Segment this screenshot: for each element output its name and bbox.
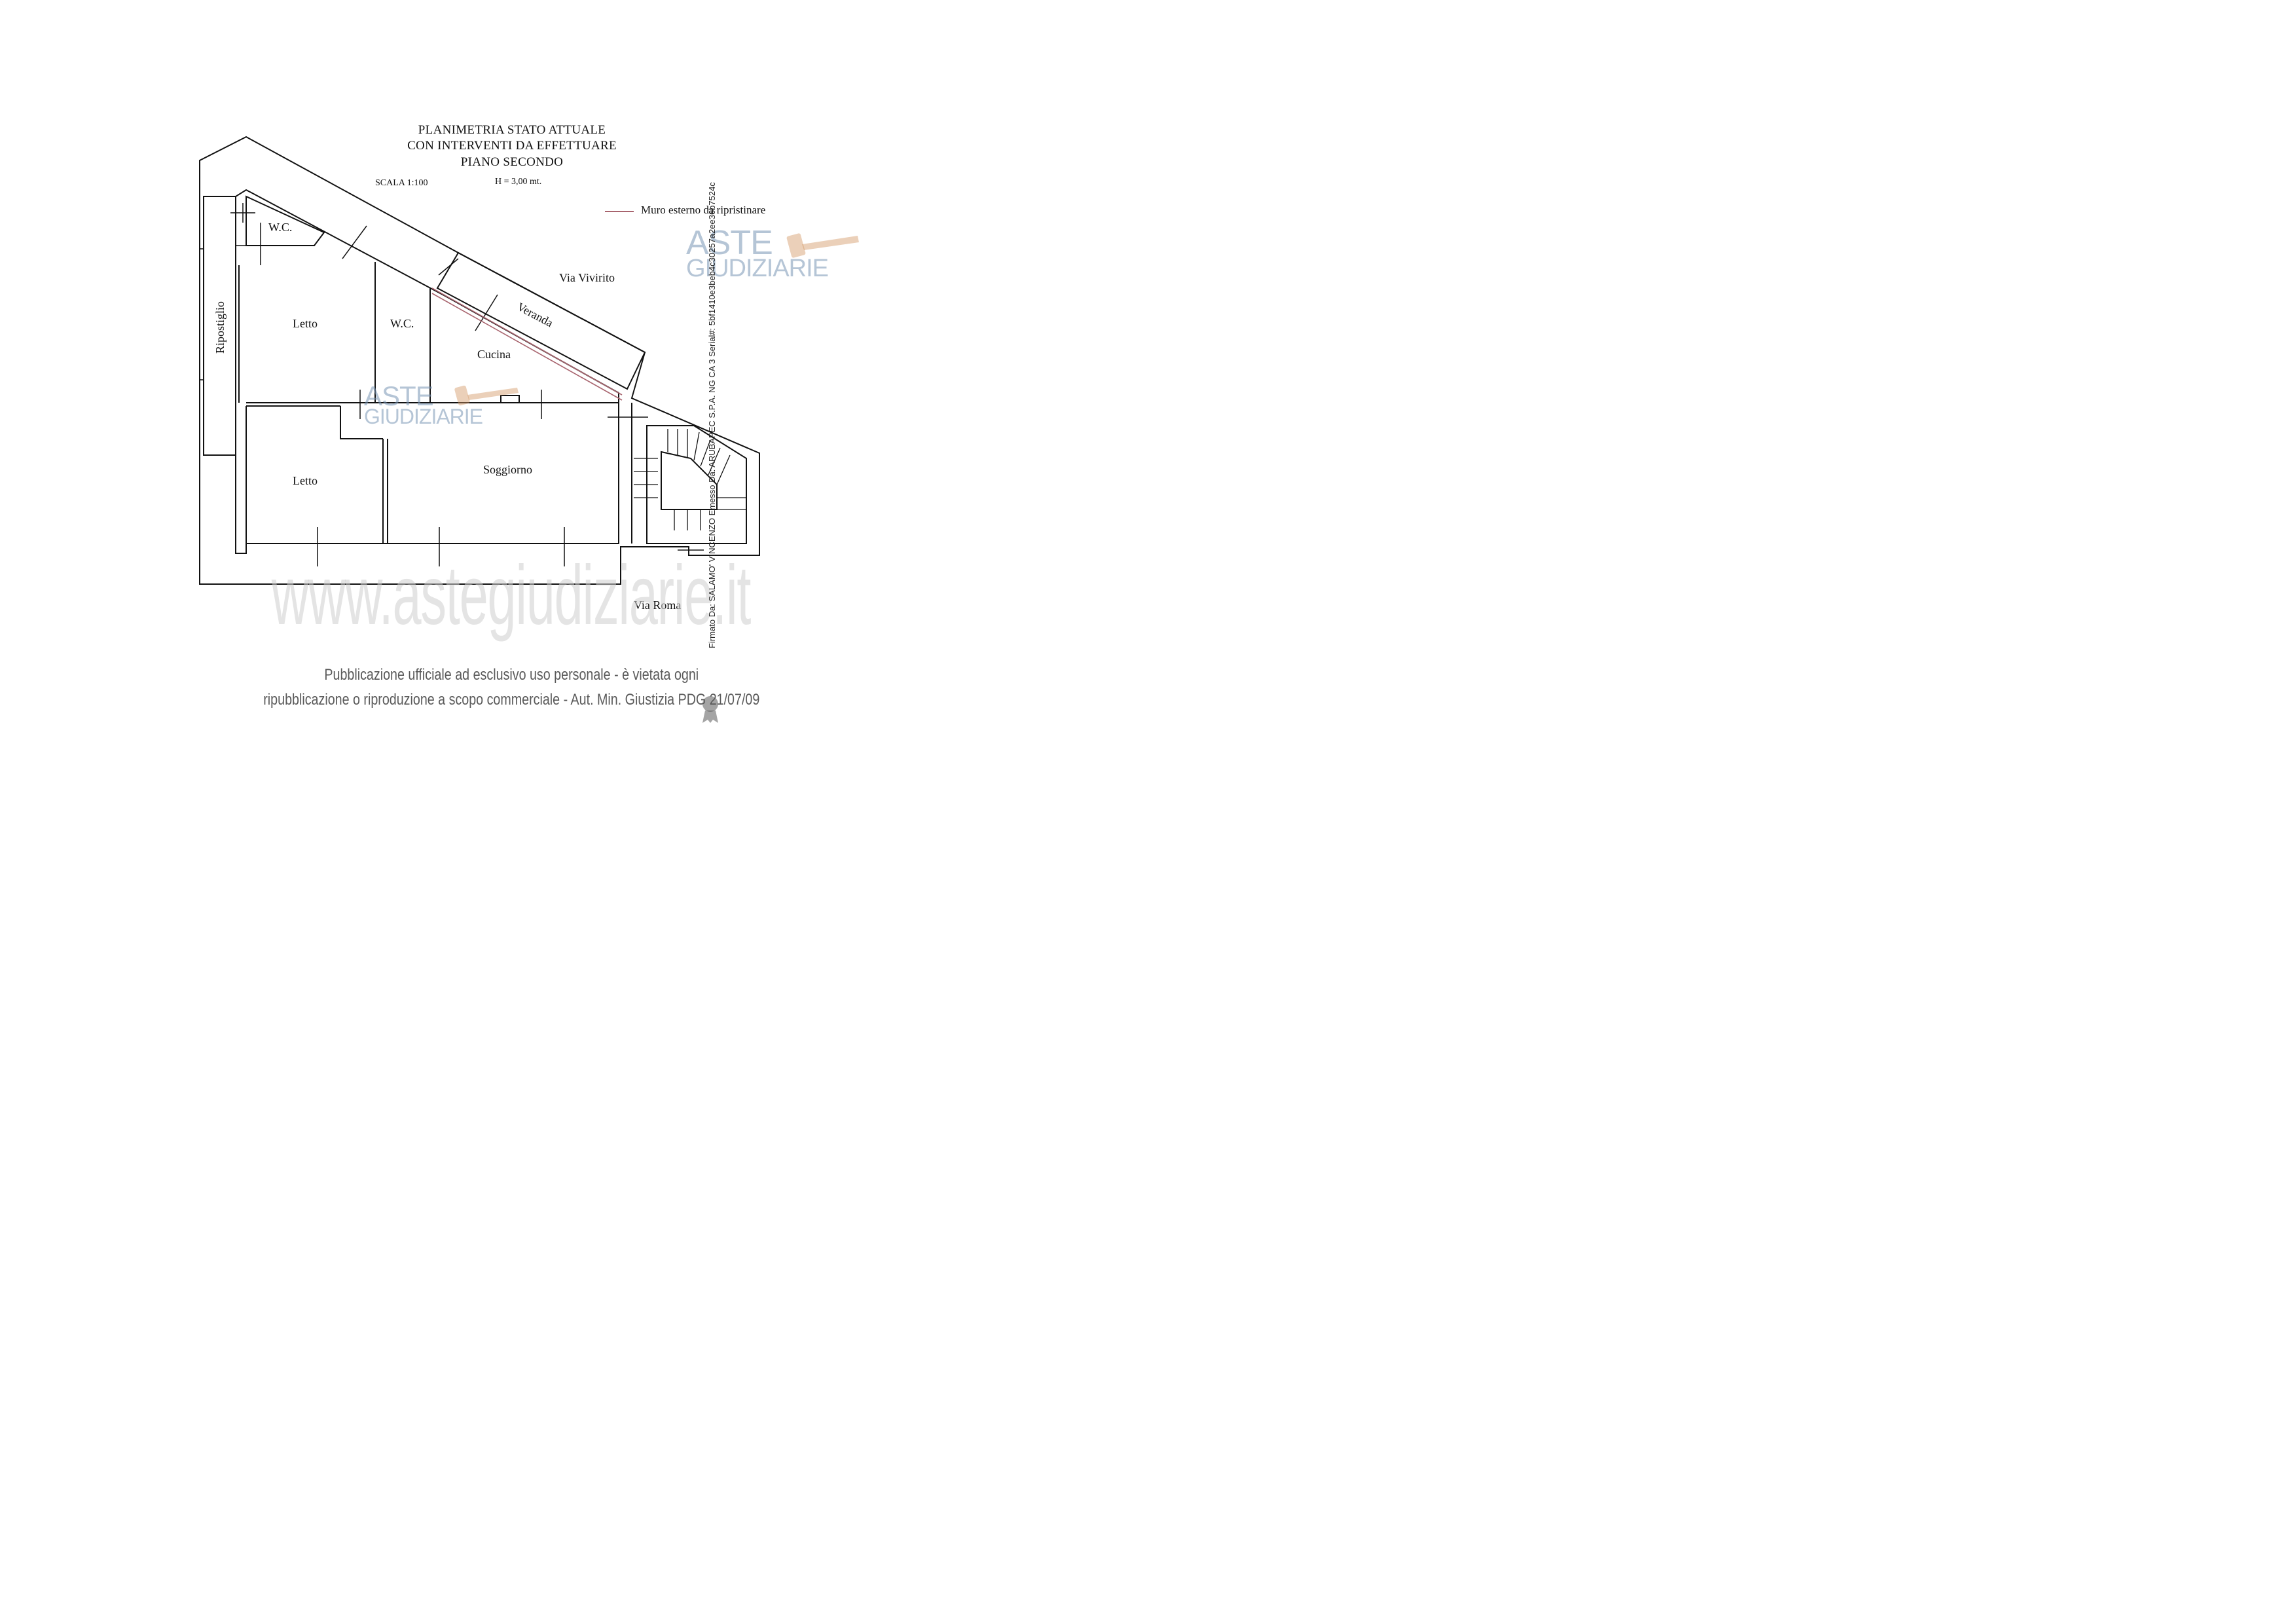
window-markers xyxy=(200,203,704,566)
ripostiglio-walls xyxy=(203,196,236,456)
room-label-wc-mid: W.C. xyxy=(390,317,414,330)
restore-wall-lines xyxy=(431,287,623,401)
watermark-logo-line1-center: ASTE xyxy=(364,380,434,411)
stair-steps xyxy=(634,429,746,530)
gavel-icon-center xyxy=(454,385,519,406)
legend-label: Muro esterno da ripristinare xyxy=(641,204,766,216)
watermark-logo-line2: GIUDIZIARIE xyxy=(686,255,829,282)
street-label-via-vivirito: Via Vivirito xyxy=(559,271,615,284)
room-label-letto-top: Letto xyxy=(293,317,318,330)
outer-wall xyxy=(199,136,760,585)
room-label-wc-top: W.C. xyxy=(268,221,293,234)
wc-top-walls xyxy=(246,195,325,246)
stairs-core xyxy=(661,451,718,510)
watermark-logo-line1: ASTE xyxy=(686,224,773,262)
room-label-cucina: Cucina xyxy=(477,348,511,361)
scale-label: SCALA 1:100 xyxy=(375,178,428,188)
floor-plan xyxy=(199,136,760,585)
room-label-soggiorno: Soggiorno xyxy=(483,463,533,476)
aste-logo-watermark-top: ASTE GIUDIZIARIE xyxy=(686,224,829,282)
watermark-logo-line2-center: GIUDIZIARIE xyxy=(364,405,483,428)
seal-icon xyxy=(702,696,718,723)
height-label: H = 3,00 mt. xyxy=(495,177,542,187)
notice-line2: ripubblicazione o riproduzione a scopo c… xyxy=(263,691,760,709)
aste-logo-watermark-center: ASTE GIUDIZIARIE xyxy=(364,380,483,428)
stairs-outline xyxy=(646,425,747,544)
plan-title-line2: CON INTERVENTI DA EFFETTUARE xyxy=(407,139,617,153)
street-label-via-roma: Via Roma xyxy=(634,599,682,612)
url-watermark: www.astegiudiziarie.it xyxy=(271,549,752,642)
partition-8 xyxy=(340,406,383,439)
room-label-letto-bottom: Letto xyxy=(293,474,318,487)
gavel-icon-top xyxy=(786,233,859,258)
notice-line1: Pubblicazione ufficiale ad esclusivo uso… xyxy=(324,666,699,684)
veranda-walls xyxy=(436,251,646,390)
plan-title-line3: PIANO SECONDO xyxy=(460,155,564,169)
legend-swatch xyxy=(605,211,634,212)
plan-title-line1: PLANIMETRIA STATO ATTUALE xyxy=(418,123,606,137)
niche xyxy=(500,395,520,403)
